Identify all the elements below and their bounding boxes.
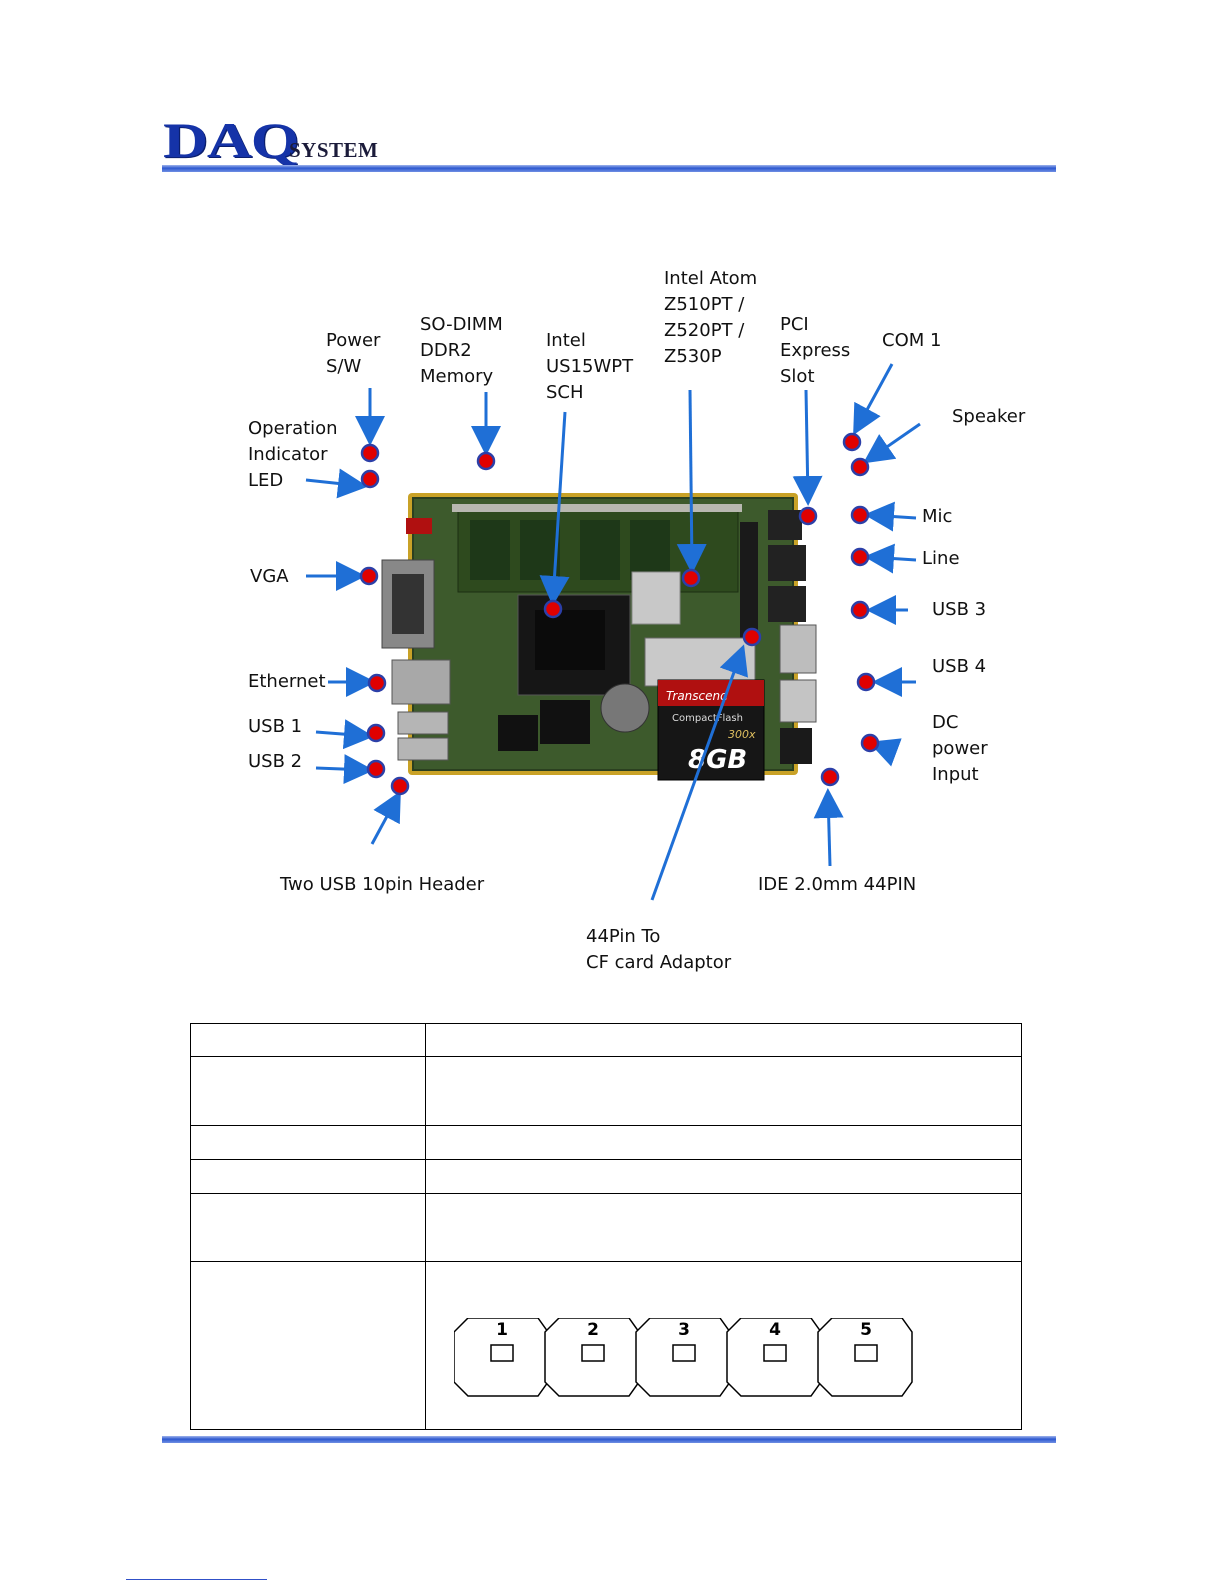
callout-line: Line bbox=[922, 548, 960, 569]
table-row: 1 2 3 4 5 bbox=[190, 1261, 1022, 1430]
button-layout-figure: 1 2 3 4 5 bbox=[454, 1318, 913, 1397]
callout-pcie: PCI Express Slot bbox=[780, 314, 851, 387]
cf-speed-text: 300x bbox=[728, 728, 756, 741]
table-row bbox=[190, 1125, 1022, 1160]
callout-com1: COM 1 bbox=[882, 330, 942, 351]
button-4-label: 4 bbox=[769, 1320, 781, 1340]
table-row bbox=[190, 1159, 1022, 1194]
cf-product-text: CompactFlash bbox=[672, 713, 743, 724]
callout-ide: IDE 2.0mm 44PIN bbox=[758, 874, 917, 895]
board-illustration: Transcend CompactFlash 300x 8GB bbox=[305, 363, 921, 901]
cf-brand-text: Transcend bbox=[666, 689, 728, 703]
button-2-label: 2 bbox=[587, 1320, 599, 1340]
callout-usb1: USB 1 bbox=[248, 716, 303, 737]
table-row bbox=[190, 1193, 1022, 1262]
logo-sub-text: SYSTEM bbox=[289, 138, 379, 162]
footer-underline bbox=[126, 1579, 267, 1580]
callout-led: Operation Indicator LED bbox=[248, 418, 338, 491]
callout-ethernet: Ethernet bbox=[248, 671, 326, 692]
callout-arrows bbox=[305, 363, 921, 901]
callout-dc-power: DC power Input bbox=[932, 712, 988, 785]
button-3-label: 3 bbox=[678, 1320, 690, 1340]
callout-usb3: USB 3 bbox=[932, 599, 987, 620]
callout-sodimm: SO-DIMM DDR2 Memory bbox=[420, 314, 503, 387]
logo-main-text: DAQ bbox=[163, 112, 299, 168]
button-1-label: 1 bbox=[496, 1320, 508, 1340]
cf-capacity-text: 8GB bbox=[688, 745, 747, 775]
header-rule bbox=[162, 165, 1056, 172]
callout-sch: Intel US15WPT SCH bbox=[546, 330, 634, 403]
daq-system-logo: DAQ SYSTEM bbox=[163, 112, 403, 168]
button-5-label: 5 bbox=[860, 1320, 872, 1340]
button-diagram: 1 2 3 4 5 bbox=[426, 1262, 1021, 1428]
callout-usb4: USB 4 bbox=[932, 656, 987, 677]
table-row bbox=[190, 1056, 1022, 1126]
callout-cf-adaptor: 44Pin To CF card Adaptor bbox=[586, 926, 732, 973]
board-photo: Transcend CompactFlash 300x 8GB bbox=[240, 260, 1040, 980]
callout-mic: Mic bbox=[922, 506, 953, 527]
footer-rule bbox=[162, 1436, 1056, 1443]
callout-atom: Intel Atom Z510PT / Z520PT / Z530P bbox=[664, 268, 758, 367]
spec-table: 1 2 3 4 5 bbox=[190, 1023, 1022, 1430]
table-row bbox=[190, 1023, 1022, 1057]
callout-speaker: Speaker bbox=[952, 406, 1026, 427]
callout-power-sw: Power S/W bbox=[326, 330, 381, 377]
callout-dots bbox=[359, 432, 880, 796]
callout-vga: VGA bbox=[250, 566, 289, 587]
callout-usb-header: Two USB 10pin Header bbox=[280, 874, 485, 895]
callout-usb2: USB 2 bbox=[248, 751, 303, 772]
